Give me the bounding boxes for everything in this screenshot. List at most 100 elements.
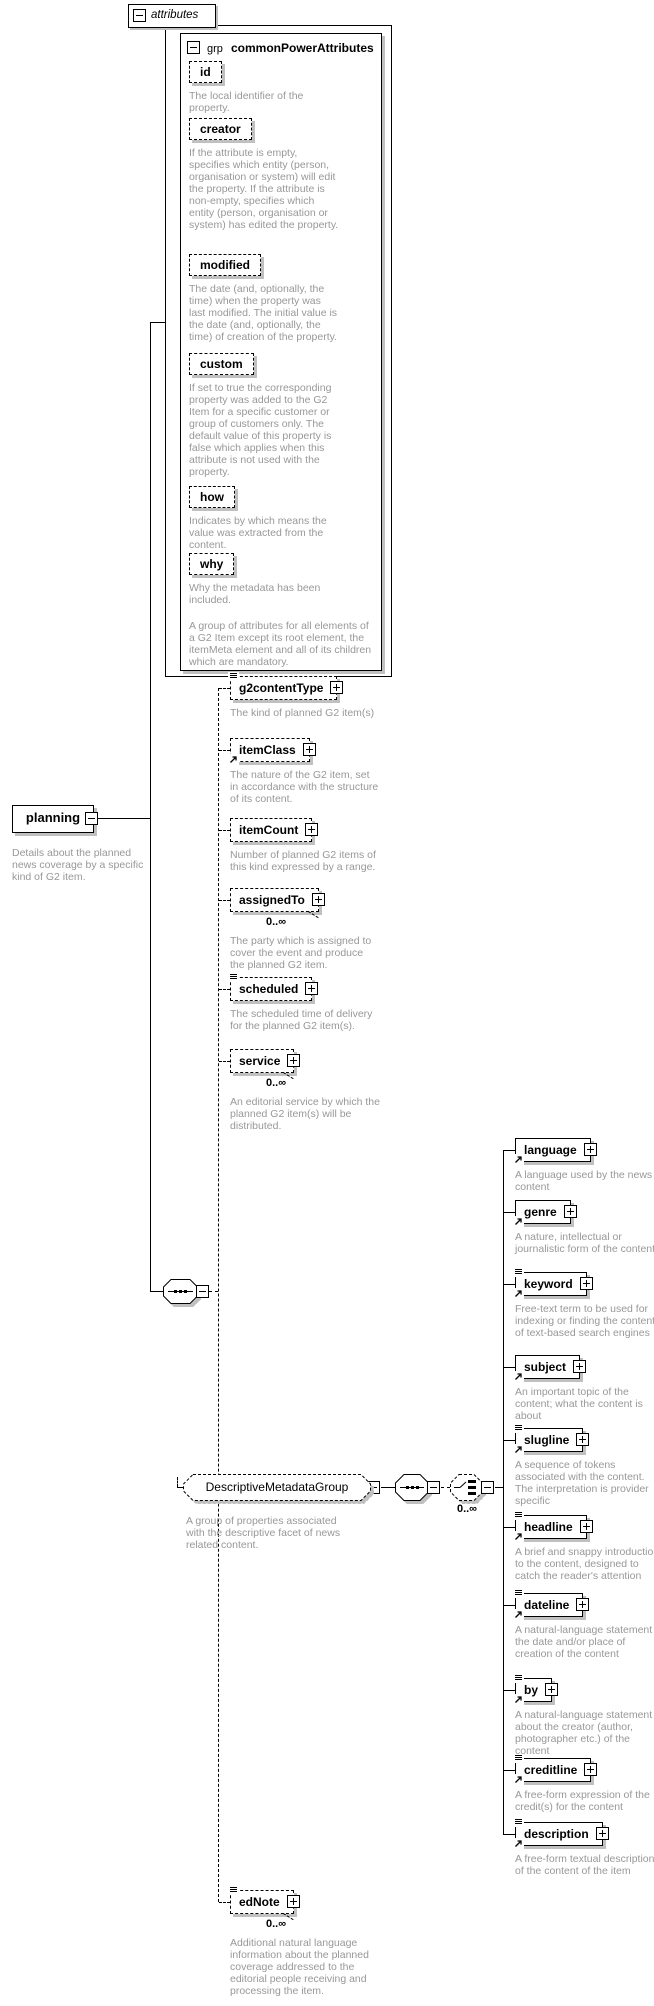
element-headline[interactable]: headline: [513, 1511, 593, 1542]
element-slugline[interactable]: slugline: [513, 1424, 590, 1455]
cardinality-label: 0..∞: [456, 1503, 478, 1515]
element-by[interactable]: by: [513, 1674, 559, 1705]
element-annotation: A free-form textual description of the c…: [515, 1853, 654, 1877]
element-annotation: An editorial service by which the planne…: [230, 1096, 380, 1132]
connector-line: [503, 1284, 515, 1285]
element-description[interactable]: description: [513, 1818, 609, 1849]
connector-line: [219, 1061, 230, 1062]
element-annotation: Free-text term to be used for indexing o…: [515, 1303, 654, 1339]
connector-line: [177, 1487, 183, 1488]
expand-icon[interactable]: [305, 823, 319, 836]
attribute-custom[interactable]: custom: [189, 353, 254, 375]
expand-icon[interactable]: [579, 1277, 593, 1290]
element-annotation: Number of planned G2 items of this kind …: [230, 849, 376, 873]
element-dateline[interactable]: dateline: [513, 1589, 590, 1620]
expand-icon[interactable]: [286, 1895, 300, 1908]
element-annotation: A brief and snappy introduction to the c…: [515, 1546, 654, 1582]
connector-line: [495, 1487, 503, 1488]
element-language[interactable]: language: [513, 1138, 597, 1165]
expand-icon[interactable]: [302, 743, 316, 756]
attributes-tab[interactable]: attributes: [128, 4, 216, 28]
notes-icon: [513, 1589, 524, 1598]
connector-line: [219, 830, 230, 831]
element-annotation: The scheduled time of delivery for the p…: [230, 1008, 373, 1032]
expand-icon[interactable]: [583, 1143, 597, 1156]
element-assignedTo[interactable]: assignedTo: [230, 888, 325, 920]
group-kind-label: grp: [207, 43, 223, 55]
connector-line: [177, 1477, 178, 1487]
attribute-annotation: Why the metadata has been included.: [189, 582, 321, 606]
element-g2contentType[interactable]: g2contentType: [228, 672, 344, 700]
element-keyword[interactable]: keyword: [513, 1268, 593, 1299]
cardinality-label: 0..∞: [266, 916, 287, 928]
connector-line: [219, 900, 230, 901]
notes-icon: [513, 1818, 524, 1827]
attribute-creator[interactable]: creator: [189, 118, 252, 140]
connector-line: [441, 1487, 450, 1488]
notes-icon: [228, 672, 239, 681]
expand-icon[interactable]: [330, 681, 344, 694]
sequence-connector-icon[interactable]: [163, 1279, 198, 1304]
element-service[interactable]: service: [230, 1049, 301, 1081]
collapse-icon[interactable]: [85, 812, 98, 825]
choice-connector-icon[interactable]: [450, 1474, 483, 1501]
expand-icon[interactable]: [579, 1520, 593, 1533]
element-subject[interactable]: subject: [513, 1355, 587, 1382]
notes-icon: [513, 1674, 524, 1683]
element-scheduled[interactable]: scheduled: [228, 973, 319, 1001]
element-annotation: The party which is assigned to cover the…: [230, 935, 372, 971]
attribute-modified[interactable]: modified: [189, 254, 261, 276]
element-itemClass[interactable]: itemClass: [228, 738, 316, 765]
connector-line: [503, 1527, 515, 1528]
expand-icon[interactable]: [576, 1598, 590, 1611]
element-creditline[interactable]: creditline: [513, 1754, 598, 1785]
element-genre[interactable]: genre: [513, 1200, 577, 1227]
expand-icon[interactable]: [563, 1205, 577, 1218]
collapse-icon[interactable]: [133, 9, 146, 22]
connector-line: [503, 1212, 515, 1213]
notes-icon: [228, 973, 239, 982]
attribute-why[interactable]: why: [189, 553, 235, 575]
expand-icon[interactable]: [576, 1433, 590, 1446]
expand-icon[interactable]: [573, 1360, 587, 1373]
notes-icon: [513, 1511, 524, 1520]
connector-line: [219, 750, 230, 751]
attribute-how[interactable]: how: [189, 486, 235, 508]
element-annotation: A language used by the news content: [515, 1169, 653, 1193]
expand-icon[interactable]: [545, 1683, 559, 1696]
collapse-icon[interactable]: [427, 1481, 440, 1494]
element-entry: by A natural-language statement about the…: [513, 1674, 654, 1757]
expand-icon[interactable]: [311, 893, 325, 906]
attribute-annotation: If the attribute is empty, specifies whi…: [189, 147, 339, 231]
element-planning[interactable]: planning: [12, 805, 94, 833]
collapse-icon[interactable]: [481, 1481, 494, 1494]
connector-line: [503, 1605, 515, 1606]
connector-line: [381, 1487, 395, 1488]
element-annotation: Details about the planned news coverage …: [12, 847, 144, 883]
collapse-icon[interactable]: [196, 1285, 209, 1298]
expand-icon[interactable]: [595, 1827, 609, 1840]
attribute-entry: creator If the attribute is empty, specif…: [189, 118, 339, 231]
element-itemCount[interactable]: itemCount: [230, 818, 319, 842]
expand-icon[interactable]: [584, 1763, 598, 1776]
sequence-connector-icon[interactable]: [395, 1474, 429, 1501]
expand-icon[interactable]: [305, 982, 319, 995]
cardinality-label: 0..∞: [266, 1077, 287, 1089]
element-edNote[interactable]: edNote: [228, 1886, 300, 1922]
expand-icon[interactable]: [287, 1054, 301, 1067]
attribute-annotation: Indicates by which means the value was e…: [189, 515, 327, 551]
group-ref-DescriptiveMetadataGroup[interactable]: DescriptiveMetadataGroup: [183, 1474, 371, 1501]
attribute-id[interactable]: id: [189, 61, 222, 83]
element-annotation: A natural-language statement about the c…: [515, 1709, 653, 1757]
element-annotation: The kind of planned G2 item(s): [230, 707, 375, 719]
collapse-icon[interactable]: [187, 41, 200, 54]
element-annotation: An important topic of the content; what …: [515, 1386, 643, 1422]
